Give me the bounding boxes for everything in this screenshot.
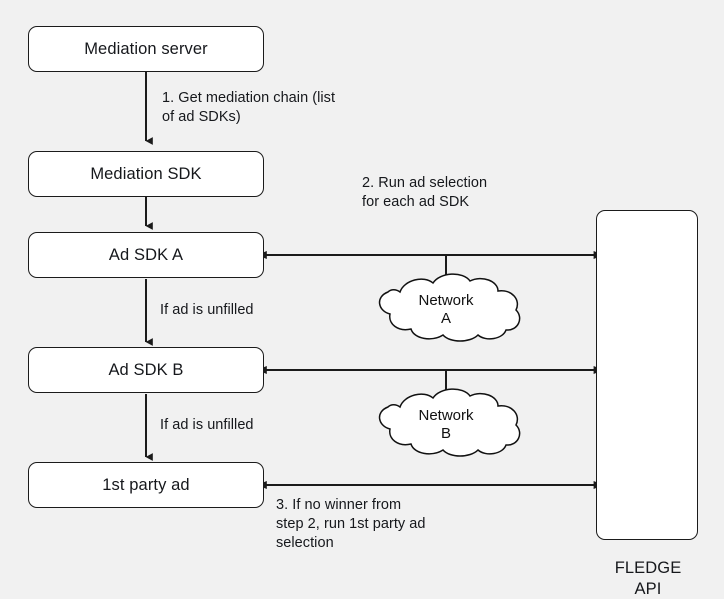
node-mediation-server[interactable]: Mediation server xyxy=(28,26,264,72)
edge-label-step-2: 2. Run ad selection for each ad SDK xyxy=(362,175,488,211)
node-ad-sdk-b[interactable]: Ad SDK B xyxy=(28,347,264,393)
node-mediation-server-label: Mediation server xyxy=(84,39,208,58)
node-ad-sdk-a-label: Ad SDK A xyxy=(108,245,184,264)
node-fledge-api-label: FLEDGE API xyxy=(614,559,682,598)
flowchart-diagram: Mediation server Mediation SDK Ad SDK A … xyxy=(28,26,698,598)
cloud-network-b-label: Network B xyxy=(418,407,474,442)
network-a-cloud-shape xyxy=(378,273,521,342)
node-fledge-api[interactable]: FLEDGE API xyxy=(596,210,698,598)
node-first-party-ad[interactable]: 1st party ad xyxy=(28,462,264,508)
edge-label-step-3: 3. If no winner from step 2, run 1st par… xyxy=(276,497,426,552)
diagram-connectors-layer xyxy=(145,72,604,489)
node-ad-sdk-b-label: Ad SDK B xyxy=(108,360,184,379)
edge-label-step-1: 1. Get mediation chain (list of ad SDKs) xyxy=(162,90,336,126)
edge-label-unfilled-b: If ad is unfilled xyxy=(160,417,254,433)
cloud-network-a-label: Network A xyxy=(418,292,474,327)
node-first-party-ad-label: 1st party ad xyxy=(102,475,190,494)
node-mediation-sdk[interactable]: Mediation SDK xyxy=(28,151,264,197)
edge-label-unfilled-a: If ad is unfilled xyxy=(160,302,254,318)
node-mediation-sdk-label: Mediation SDK xyxy=(90,164,202,183)
network-b-cloud-shape xyxy=(378,388,521,457)
node-ad-sdk-a[interactable]: Ad SDK A xyxy=(28,232,264,278)
